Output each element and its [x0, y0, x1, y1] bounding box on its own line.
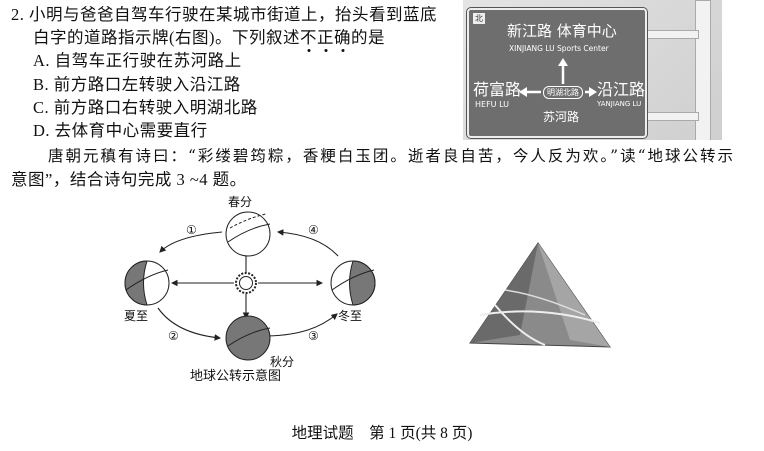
emphasis-char: 确	[334, 28, 351, 47]
label-spring: 春分	[228, 195, 252, 209]
option-c: C. 前方路口右转驶入明湖北路	[33, 98, 258, 117]
emphasis-char: 不	[300, 28, 317, 47]
passage-line2: 意图”，结合诗句完成 3 ~4 题。	[11, 170, 247, 189]
segment-1: ①	[186, 223, 197, 237]
road-sign: 北 新江路 体育中心 XINJIANG LU Sports Center 荷富路…	[466, 7, 648, 139]
sign-arrows-icon	[519, 58, 597, 97]
label-autumn: 秋分	[270, 355, 294, 369]
earth-orbit-diagram: 春分 夏至 冬至 秋分 ① ② ③ ④ 地球公转示意图	[124, 195, 376, 384]
option-a: A. 自驾车正行驶在苏河路上	[33, 51, 242, 70]
sun-icon	[235, 272, 257, 294]
globe-spring	[225, 211, 271, 257]
sign-left-cn: 荷富路	[473, 80, 522, 99]
orbit-arc-2	[157, 307, 222, 341]
segment-4: ④	[308, 223, 319, 237]
globe-winter	[330, 260, 376, 306]
segment-2: ②	[168, 329, 179, 343]
sign-left-en: HEFU LU	[475, 100, 509, 109]
passage-line1: 唐朝元稹有诗曰：“彩缕碧筠粽，香粳白玉团。逝者良自苦，今人反为欢。”读“地球公转…	[48, 147, 736, 165]
north-mark: 北	[473, 13, 485, 24]
sign-top-en: XINJIANG LU Sports Center	[509, 44, 609, 53]
sign-center-road: 明湖北路	[543, 86, 583, 99]
emphasis-char: 正	[317, 28, 334, 47]
segment-3: ③	[308, 329, 319, 343]
option-d: D. 去体育中心需要直行	[33, 121, 208, 140]
label-summer: 夏至	[124, 309, 148, 323]
label-winter: 冬至	[338, 308, 362, 323]
sign-top-cn: 新江路 体育中心	[507, 22, 617, 40]
stem-text: 的是	[351, 28, 385, 47]
sign-right-cn: 沿江路	[597, 80, 646, 99]
diagram-title: 地球公转示意图	[190, 368, 281, 384]
sign-bottom-cn: 苏河路	[543, 110, 580, 124]
zongzi-photo	[450, 235, 628, 353]
question-2-stem-line2: 白字的道路指示牌(右图)。下列叙述不正确的是	[33, 28, 385, 48]
question-2-stem: 2. 小明与爸爸自驾车行驶在某城市街道上，抬头看到蓝底	[11, 5, 437, 24]
page-footer: 地理试题 第 1 页(共 8 页)	[291, 425, 473, 442]
orbit-arc-4	[276, 229, 339, 257]
sign-right-en: YANJIANG LU	[597, 100, 642, 108]
globe-autumn	[225, 315, 271, 361]
orbit-arc-1	[159, 231, 223, 253]
option-b: B. 前方路口左转驶入沿江路	[33, 75, 241, 94]
stem-text: 白字的道路指示牌(右图)。下列叙述	[33, 28, 300, 47]
globe-summer	[124, 260, 170, 306]
orbit-arc-3	[267, 313, 338, 337]
road-sign-photo: 北 新江路 体育中心 XINJIANG LU Sports Center 荷富路…	[463, 0, 722, 140]
